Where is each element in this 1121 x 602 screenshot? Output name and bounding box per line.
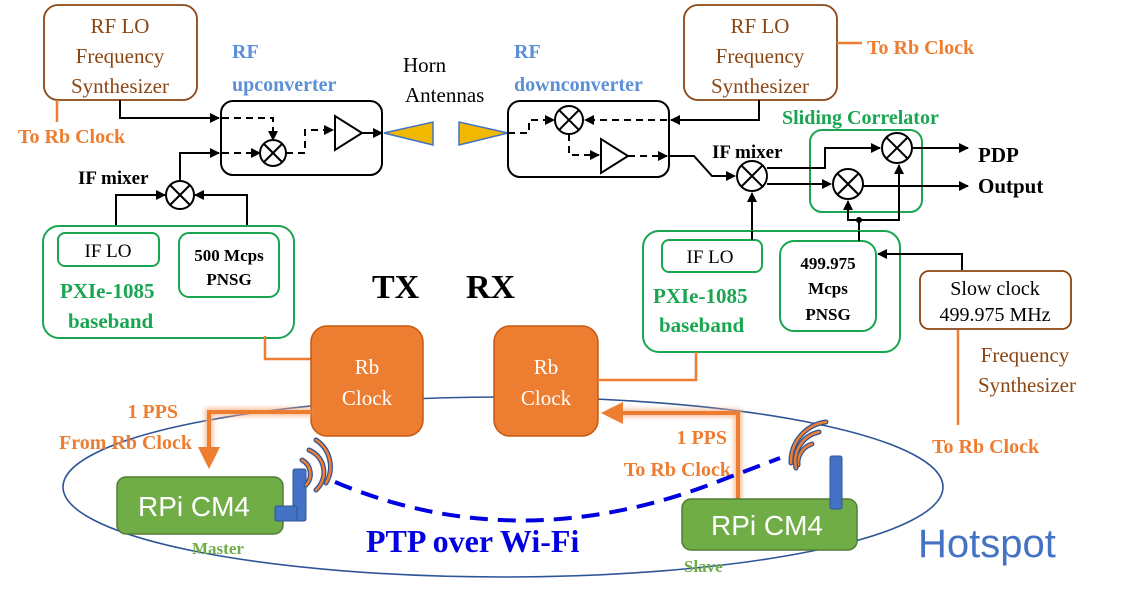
tx-pnsg-box (178, 232, 280, 298)
rx-rf-lo-line2: Frequency (716, 44, 805, 68)
tx-pps-line1: 1 PPS (127, 401, 178, 423)
rx-pnsg-line2: Mcps (808, 279, 848, 298)
rx-pps-line1: 1 PPS (676, 427, 727, 449)
tx-if-mixer-label: IF mixer (78, 168, 149, 189)
rf-downconverter (507, 100, 760, 178)
tx-baseband-name-line2: baseband (68, 309, 154, 333)
rx-baseband-rb-line (598, 352, 698, 382)
slave-wifi-signal-icon (788, 419, 829, 471)
slow-clock-line1: Slow clock (950, 278, 1039, 300)
tx-baseband-name-line1: PXIe-1085 (60, 279, 154, 303)
upconverter-label-line1: RF (232, 41, 259, 63)
rx-rb-clock-line1: Rb (534, 355, 559, 379)
slave-device-label: RPi CM4 (711, 510, 823, 541)
rx-rb-clock: Rb Clock (493, 325, 599, 437)
slow-clock-line2: 499.975 MHz (939, 304, 1050, 326)
upconverter-label-line2: upconverter (232, 74, 337, 96)
rx-rf-lo-ref-label: To Rb Clock (867, 37, 975, 59)
rx-rb-clock-line2: Clock (521, 386, 572, 410)
tx-if-mixer (115, 148, 248, 225)
tx-rf-lo-synthesizer: RF LO Frequency Synthesizer (43, 4, 198, 101)
master-role-label: Master (192, 539, 244, 558)
rx-baseband-name-line1: PXIe-1085 (653, 284, 747, 308)
rx-horn-antenna-icon (458, 121, 509, 146)
rx-if-mixer-label: IF mixer (712, 142, 783, 163)
rx-pnsg-box (779, 240, 877, 332)
tx-rb-clock: Rb Clock (310, 325, 424, 437)
sliding-correlator-label: Sliding Correlator (782, 107, 939, 129)
slow-clock-synthesizer: Slow clock 499.975 MHz (919, 270, 1072, 330)
master-wifi-signal-icon (299, 437, 333, 493)
rx-if-lo-box (661, 239, 763, 273)
tx-if-lo-label: IF LO (85, 241, 132, 262)
ptp-link-line (334, 456, 781, 523)
rx-baseband: IF LO 499.975 Mcps PNSG PXIe-1085 baseba… (642, 230, 901, 353)
rx-pnsg-line1: 499.975 (800, 254, 855, 273)
rx-rf-lo-line3: Synthesizer (711, 74, 809, 98)
tx-rb-clock-line2: Clock (342, 386, 393, 410)
tx-pnsg-line1: 500 Mcps (194, 246, 264, 265)
rx-if-lo-label: IF LO (687, 247, 734, 268)
tx-side-label: TX (372, 269, 420, 306)
rx-pps-line2: To Rb Clock (624, 459, 732, 481)
ptp-link-label: PTP over Wi-Fi (366, 523, 579, 559)
downconverter-label-line2: downconverter (514, 74, 643, 96)
tx-baseband: IF LO 500 Mcps PNSG PXIe-1085 baseband (42, 225, 295, 339)
hotspot-label: Hotspot (918, 522, 1056, 566)
tx-rf-lo-ref-label: To Rb Clock (18, 126, 126, 148)
slow-clock-to-pnsg-line (877, 249, 963, 270)
downconverter-label-line1: RF (514, 41, 541, 63)
freq-synth-line1: Frequency (981, 343, 1070, 367)
tx-rf-lo-line1: RF LO (91, 14, 150, 38)
rx-if-mixer (669, 155, 768, 234)
tx-horn-antenna-icon (383, 121, 434, 146)
tx-pps-arrow (198, 408, 311, 469)
pdp-output-line1: PDP (978, 143, 1019, 167)
master-antenna-icon (274, 468, 307, 522)
master-rpi: RPi CM4 (116, 437, 333, 535)
slave-rpi: RPi CM4 (681, 419, 858, 551)
master-device-label: RPi CM4 (138, 491, 250, 522)
rx-rf-lo-synthesizer: RF LO Frequency Synthesizer (683, 4, 838, 101)
pdp-output-line2: Output (978, 174, 1043, 198)
slave-role-label: Slave (684, 557, 723, 576)
slow-clock-ref-label: To Rb Clock (932, 436, 1040, 458)
downconverter-amplifier-icon (600, 137, 630, 175)
horn-label-line2: Antennas (405, 83, 484, 107)
tx-if-lo-box (57, 232, 160, 267)
rx-pps-arrow (601, 402, 742, 500)
rf-upconverter (119, 100, 383, 176)
tx-rb-clock-line1: Rb (355, 355, 380, 379)
rx-side-label: RX (466, 269, 516, 306)
rx-rf-lo-line1: RF LO (731, 14, 790, 38)
rx-baseband-name-line2: baseband (659, 313, 745, 337)
tx-pnsg-line2: PNSG (206, 270, 251, 289)
tx-baseband-rb-line (263, 336, 312, 361)
tx-pps-line2: From Rb Clock (59, 432, 193, 454)
tx-rf-lo-line3: Synthesizer (71, 74, 169, 98)
slave-antenna-icon (829, 455, 843, 510)
sliding-correlator (767, 129, 969, 246)
rx-pnsg-line3: PNSG (805, 305, 850, 324)
tx-rf-lo-line2: Frequency (76, 44, 165, 68)
freq-synth-line2: Synthesizer (978, 373, 1076, 397)
upconverter-amplifier-icon (334, 114, 364, 152)
horn-label-line1: Horn (403, 53, 447, 77)
